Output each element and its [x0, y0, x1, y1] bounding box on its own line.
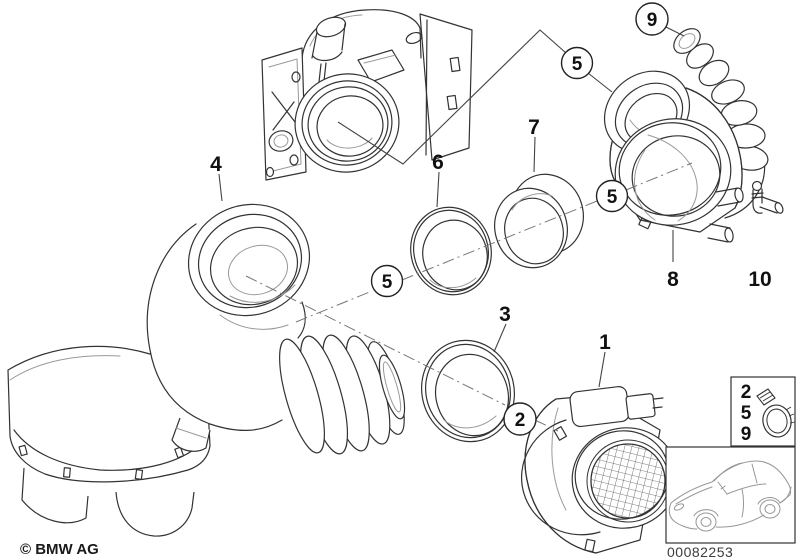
legend-row-2: 2 [741, 382, 752, 403]
assembly-axis-lines [245, 162, 693, 432]
diagram-number: 00082253 [667, 544, 733, 559]
elbow-fitting-10-drawing [751, 180, 784, 214]
copyright-text: © BMW AG [20, 541, 99, 558]
callout-7: 7 [528, 116, 540, 139]
mass-air-flow-sensor-drawing [521, 386, 679, 554]
callout-4: 4 [210, 153, 222, 176]
legend-row-5: 5 [741, 403, 752, 424]
circled-callout-2: 2 [503, 402, 537, 436]
circled-callout-5-top-label: 5 [572, 54, 583, 75]
vehicle-thumbnail-box: 00082253 [665, 446, 796, 559]
legend-row-9: 9 [741, 424, 752, 445]
circled-callout-9: 9 [635, 2, 669, 36]
circled-callout-9-label: 9 [647, 10, 658, 31]
air-duct-boot-8-drawing [603, 70, 744, 243]
sealing-ring-6-drawing [410, 206, 492, 296]
circled-callout-5-top: 5 [560, 46, 594, 80]
circled-callout-5-right: 5 [595, 179, 629, 213]
callout-8: 8 [667, 268, 679, 291]
callout-6: 6 [432, 151, 444, 174]
hose-clamp-icon [756, 388, 796, 438]
circled-callout-5-right-label: 5 [607, 187, 618, 208]
leader-lines [218, 26, 685, 388]
callout-10: 10 [748, 268, 771, 291]
callout-3: 3 [499, 303, 511, 326]
throttle-body-drawing [261, 9, 473, 181]
intake-boot-drawing [146, 203, 406, 464]
profile-gasket-7-drawing [494, 173, 584, 269]
circled-callout-5-left-label: 5 [382, 272, 393, 293]
circled-callout-2-label: 2 [515, 410, 526, 431]
circled-callout-5-left: 5 [370, 264, 404, 298]
circled-callouts: 9 5 5 5 2 [370, 2, 669, 436]
ring-3-drawing [421, 339, 515, 443]
callout-1: 1 [599, 331, 611, 354]
legend-box: 2 5 9 [730, 376, 796, 447]
car-icon [668, 460, 792, 532]
callout-numbers: 4 6 7 1 3 8 10 [210, 116, 772, 354]
